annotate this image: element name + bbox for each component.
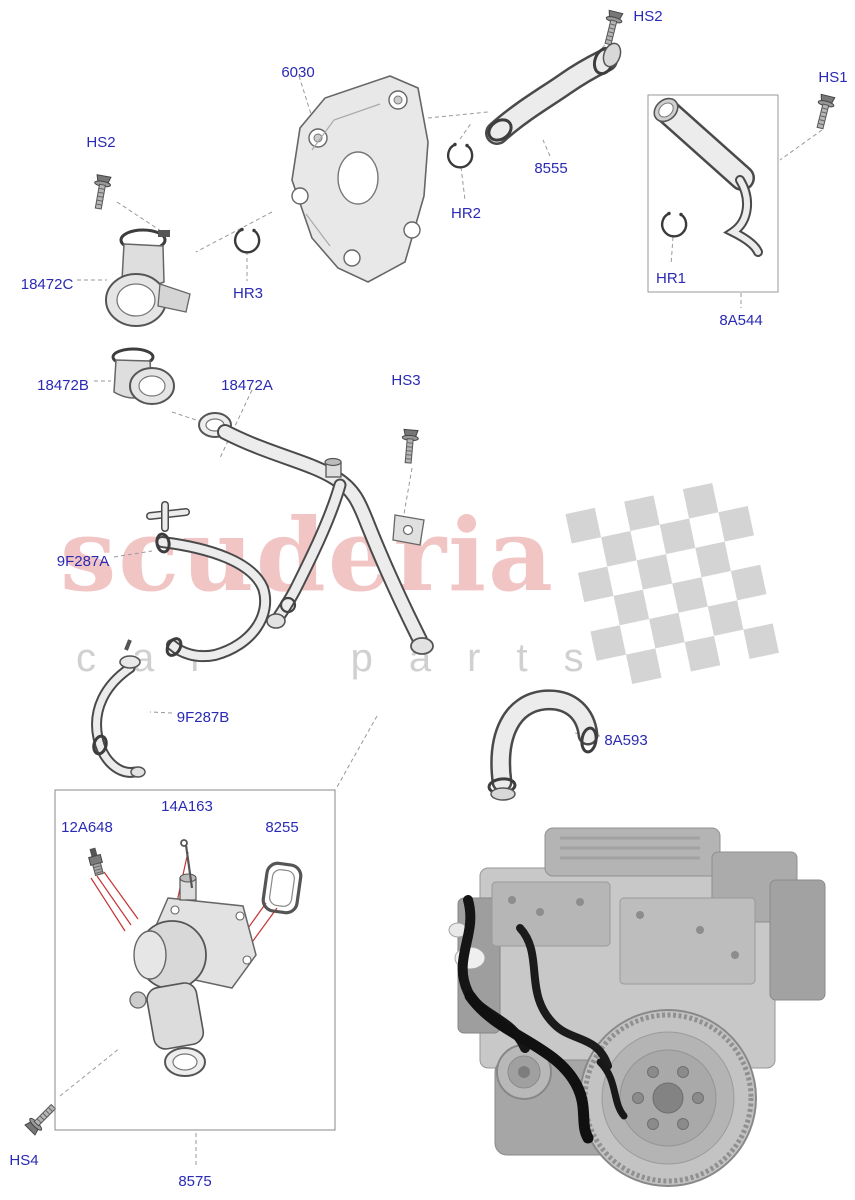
part-label-8255[interactable]: 8255 — [265, 819, 299, 836]
part-label-8a593[interactable]: 8A593 — [604, 732, 648, 749]
part-9f287b-hose — [91, 639, 146, 778]
part-8a593-hose — [487, 689, 599, 801]
part-8a544-tube — [647, 94, 779, 293]
part-8255-gasket — [261, 861, 303, 915]
part-label-18472c[interactable]: 18472C — [20, 276, 74, 293]
part-label-14a163[interactable]: 14A163 — [161, 798, 213, 815]
part-label-hs2-top[interactable]: HS2 — [633, 8, 663, 25]
part-8555-hose — [485, 42, 622, 145]
part-6030-bracket — [291, 75, 429, 283]
part-8575-assembly — [54, 789, 336, 1131]
part-12a648-sensor — [88, 847, 104, 877]
part-18472c-housing — [105, 228, 191, 327]
part-9f287a-hose — [146, 501, 297, 663]
part-label-hr3[interactable]: HR3 — [232, 285, 264, 302]
part-label-8575[interactable]: 8575 — [178, 1173, 212, 1190]
part-label-hs4[interactable]: HS4 — [9, 1152, 39, 1169]
part-label-6030[interactable]: 6030 — [281, 64, 315, 81]
part-label-hs2-left[interactable]: HS2 — [86, 134, 116, 151]
part-label-12a648[interactable]: 12A648 — [61, 819, 113, 836]
part-label-9f287a[interactable]: 9F287A — [56, 553, 110, 570]
part-label-hr2[interactable]: HR2 — [450, 205, 482, 222]
part-label-hs1[interactable]: HS1 — [818, 69, 848, 86]
part-label-8555[interactable]: 8555 — [534, 160, 568, 177]
leader-lines — [59, 39, 823, 1168]
part-label-hr1[interactable]: HR1 — [655, 270, 687, 287]
part-label-9f287b[interactable]: 9F287B — [176, 709, 230, 726]
part-14a163-pin — [180, 839, 194, 889]
part-label-18472a[interactable]: 18472A — [221, 377, 273, 394]
part-18472b-housing — [111, 347, 175, 405]
engine-illustration — [448, 827, 826, 1187]
part-label-hs3[interactable]: HS3 — [391, 372, 421, 389]
part-label-8a544[interactable]: 8A544 — [719, 312, 763, 329]
part-label-18472b[interactable]: 18472B — [37, 377, 89, 394]
